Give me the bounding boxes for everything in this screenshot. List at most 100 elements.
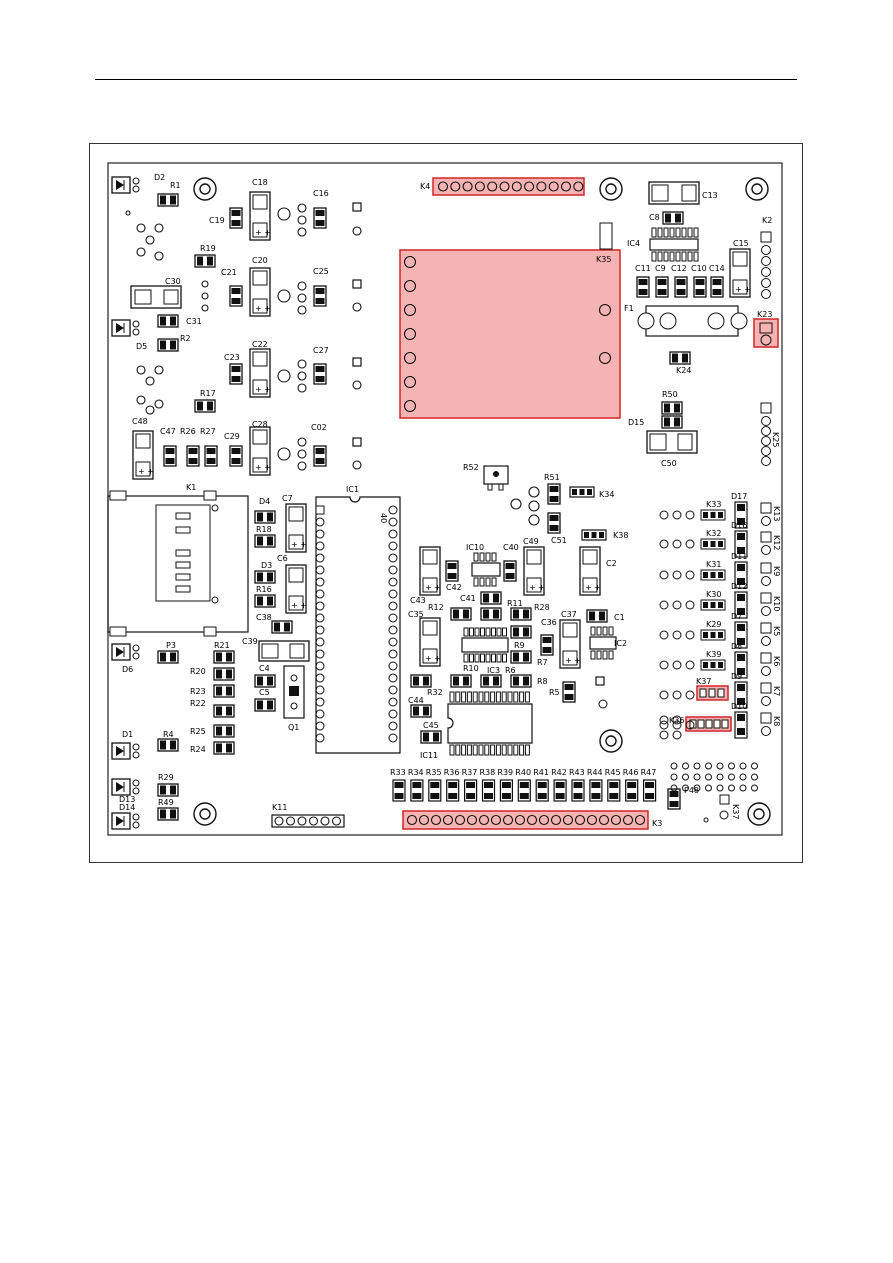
mounting-hole bbox=[747, 802, 771, 826]
ic1-pin bbox=[315, 637, 325, 647]
ic4-pin bbox=[651, 227, 657, 238]
k4-pin bbox=[548, 181, 559, 192]
ic11-pin bbox=[466, 691, 472, 703]
svg-text:C23: C23 bbox=[224, 353, 240, 362]
k3-pin bbox=[538, 814, 550, 826]
svg-text:R26: R26 bbox=[180, 427, 196, 436]
resistor-r10 bbox=[450, 674, 472, 688]
svg-text:P48: P48 bbox=[684, 786, 699, 795]
k11-pin bbox=[320, 816, 330, 826]
label-r36: R36 bbox=[444, 768, 460, 777]
k3-pin bbox=[478, 814, 490, 826]
svg-text:IC4: IC4 bbox=[627, 239, 640, 248]
ic4-pin bbox=[681, 251, 687, 262]
ic11-pin bbox=[507, 744, 513, 756]
resistor-r51 bbox=[547, 483, 561, 505]
capacitor-c38 bbox=[271, 620, 293, 634]
capacitor-c50: C50 bbox=[646, 430, 698, 468]
label-d16: D16 bbox=[731, 521, 747, 530]
label-r34: R34 bbox=[408, 768, 424, 777]
via-grid bbox=[670, 762, 758, 792]
capacitor-c15: C15 bbox=[729, 239, 752, 298]
transistor-q1: Q1 bbox=[283, 665, 305, 732]
via bbox=[728, 773, 735, 781]
label-k12: K12 bbox=[772, 535, 781, 550]
diode-d1 bbox=[111, 742, 140, 760]
mounting-hole bbox=[745, 177, 769, 201]
header-rule bbox=[95, 79, 797, 80]
via bbox=[693, 762, 701, 770]
capacitor-c30: C30 bbox=[130, 277, 182, 309]
ic11-pin bbox=[449, 744, 455, 756]
header-k38 bbox=[581, 529, 607, 541]
ic4-pin bbox=[687, 227, 693, 238]
resistor-r28 bbox=[510, 607, 532, 621]
via bbox=[705, 773, 712, 781]
ic1-pin bbox=[388, 565, 398, 575]
svg-text:C37: C37 bbox=[561, 610, 577, 619]
ic1-pin bbox=[388, 709, 398, 719]
svg-text:C02: C02 bbox=[311, 423, 327, 432]
ic4-pin bbox=[651, 251, 657, 262]
ic1-pin bbox=[388, 553, 398, 563]
ic1-pin bbox=[388, 505, 398, 515]
ic1-pin bbox=[315, 661, 325, 671]
ic11-pin bbox=[449, 691, 455, 703]
test-points bbox=[277, 203, 362, 471]
label-r33: R33 bbox=[390, 768, 406, 777]
ic11-pin bbox=[455, 691, 461, 703]
ic1-pin bbox=[315, 505, 325, 515]
label-k39: K39 bbox=[706, 650, 721, 659]
header-k2: K2 bbox=[760, 216, 772, 299]
ic1-pin bbox=[388, 649, 398, 659]
ic1-pin bbox=[388, 673, 398, 683]
k11-pin bbox=[285, 816, 296, 826]
ic1-pin bbox=[315, 553, 325, 563]
via bbox=[728, 784, 735, 792]
svg-text:R28: R28 bbox=[534, 603, 550, 612]
resistor-r19 bbox=[194, 254, 216, 268]
svg-text:C6: C6 bbox=[277, 554, 288, 563]
capacitor-c11 bbox=[636, 276, 650, 298]
capacitor-c19 bbox=[229, 207, 243, 229]
via bbox=[670, 784, 678, 792]
ic4-pin bbox=[693, 227, 699, 238]
svg-text:R7: R7 bbox=[537, 658, 548, 667]
ic3-pin bbox=[463, 627, 469, 637]
svg-text:C13: C13 bbox=[702, 191, 718, 200]
ic11-pin bbox=[513, 691, 519, 703]
connector-k23: K23 bbox=[753, 310, 779, 348]
label-k13: K13 bbox=[772, 506, 781, 521]
svg-text:C11: C11 bbox=[635, 264, 651, 273]
label-r47: R47 bbox=[641, 768, 657, 777]
resistor-r37: R37 bbox=[462, 768, 477, 802]
svg-text:R2: R2 bbox=[180, 334, 191, 343]
ic4-pin bbox=[675, 251, 681, 262]
ic4: IC4 bbox=[627, 227, 699, 262]
k3-pin bbox=[610, 814, 622, 826]
figure-frame bbox=[89, 143, 803, 863]
label-k9: K9 bbox=[772, 566, 781, 576]
svg-text:C47: C47 bbox=[160, 427, 176, 436]
label-c36: C36 bbox=[541, 618, 557, 627]
svg-text:K36: K36 bbox=[669, 716, 684, 725]
capacitor-c21 bbox=[229, 285, 243, 307]
svg-text:C14: C14 bbox=[709, 264, 725, 273]
svg-text:D4: D4 bbox=[259, 497, 270, 506]
resistor-r23 bbox=[213, 684, 235, 698]
resistor-r40: R40 bbox=[515, 768, 531, 802]
ic1-pin bbox=[315, 517, 325, 527]
svg-text:D14: D14 bbox=[119, 803, 135, 812]
svg-text:IC1: IC1 bbox=[346, 485, 359, 494]
label-r40: R40 bbox=[515, 768, 531, 777]
k4-pin bbox=[462, 181, 473, 192]
resistor-r33: R33 bbox=[390, 768, 406, 802]
ic4-pin bbox=[657, 251, 663, 262]
svg-text:R18: R18 bbox=[256, 525, 272, 534]
k3-pin bbox=[466, 814, 478, 826]
trimmer-r52: R52 bbox=[463, 463, 509, 491]
svg-text:C15: C15 bbox=[733, 239, 749, 248]
ic4-pin bbox=[687, 251, 693, 262]
